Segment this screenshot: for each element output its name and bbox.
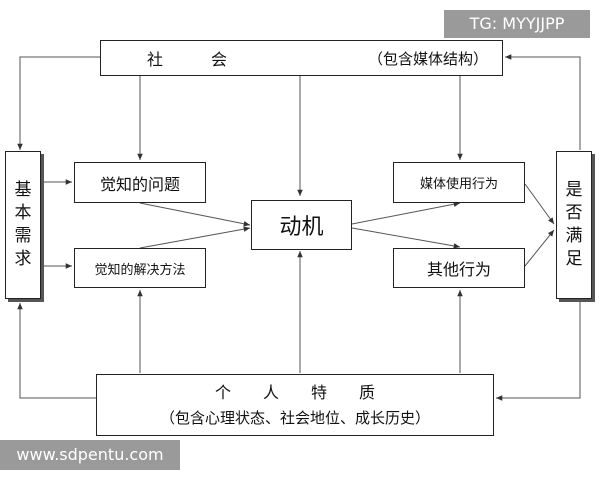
arrow-motive-to-media <box>351 201 461 225</box>
arrow-other-to-satisfied <box>524 229 555 267</box>
perceived-solution-label: 觉知的解决方法 <box>94 262 186 278</box>
perceived-problem-label: 觉知的问题 <box>99 174 180 194</box>
basic-needs-char: 求 <box>14 248 32 269</box>
satisfied-char: 否 <box>565 203 583 224</box>
basic-needs-char: 基 <box>14 180 32 201</box>
personal-traits-note: （包含心理状态、社会地位、成长历史） <box>159 409 430 427</box>
arrow-satisfied-to-personal <box>496 300 581 401</box>
basic-needs-char: 本 <box>14 203 32 224</box>
personal-traits-label: 个 人 特 质 <box>214 383 375 402</box>
perceived-solution-box: 觉知的解决方法 <box>74 248 206 288</box>
satisfied-char: 满 <box>565 226 583 246</box>
media-use-box: 媒体使用行为 <box>393 162 525 203</box>
motive-box: 动机 <box>251 200 352 250</box>
perceived-problem-box: 觉知的问题 <box>74 162 206 203</box>
arrow-society-to-needs <box>17 56 100 150</box>
watermark-top-text: TG: MYYJJPP <box>469 14 565 33</box>
basic-needs-char: 需 <box>14 226 32 246</box>
motive-label: 动机 <box>279 215 324 240</box>
arrow-media-to-satisfied <box>524 183 555 225</box>
other-behavior-box: 其他行为 <box>393 248 525 288</box>
society-box: 社 会 （包含媒体结构） <box>100 40 503 76</box>
satisfied-char: 足 <box>565 248 583 269</box>
watermark-bottom-text: www.sdpentu.com <box>16 445 164 464</box>
watermark-top: TG: MYYJJPP <box>444 10 590 38</box>
arrow-personal-to-needs <box>17 303 96 399</box>
media-use-label: 媒体使用行为 <box>419 177 498 192</box>
watermark-bottom: www.sdpentu.com <box>0 440 180 470</box>
personal-traits-box: 个 人 特 质 （包含心理状态、社会地位、成长历史） <box>96 374 494 436</box>
other-behavior-label: 其他行为 <box>426 260 491 279</box>
satisfied-box: 是 否 满 足 <box>556 151 592 299</box>
arrow-solution-to-motive <box>139 226 251 249</box>
basic-needs-box: 基 本 需 求 <box>5 151 41 299</box>
arrow-satisfied-to-society <box>505 54 581 150</box>
arrow-motive-to-other <box>351 227 461 249</box>
satisfied-char: 是 <box>565 180 583 201</box>
society-label: 社 会 <box>147 50 228 69</box>
society-note: （包含媒体结构） <box>367 49 488 68</box>
arrow-problem-to-motive <box>139 202 251 227</box>
